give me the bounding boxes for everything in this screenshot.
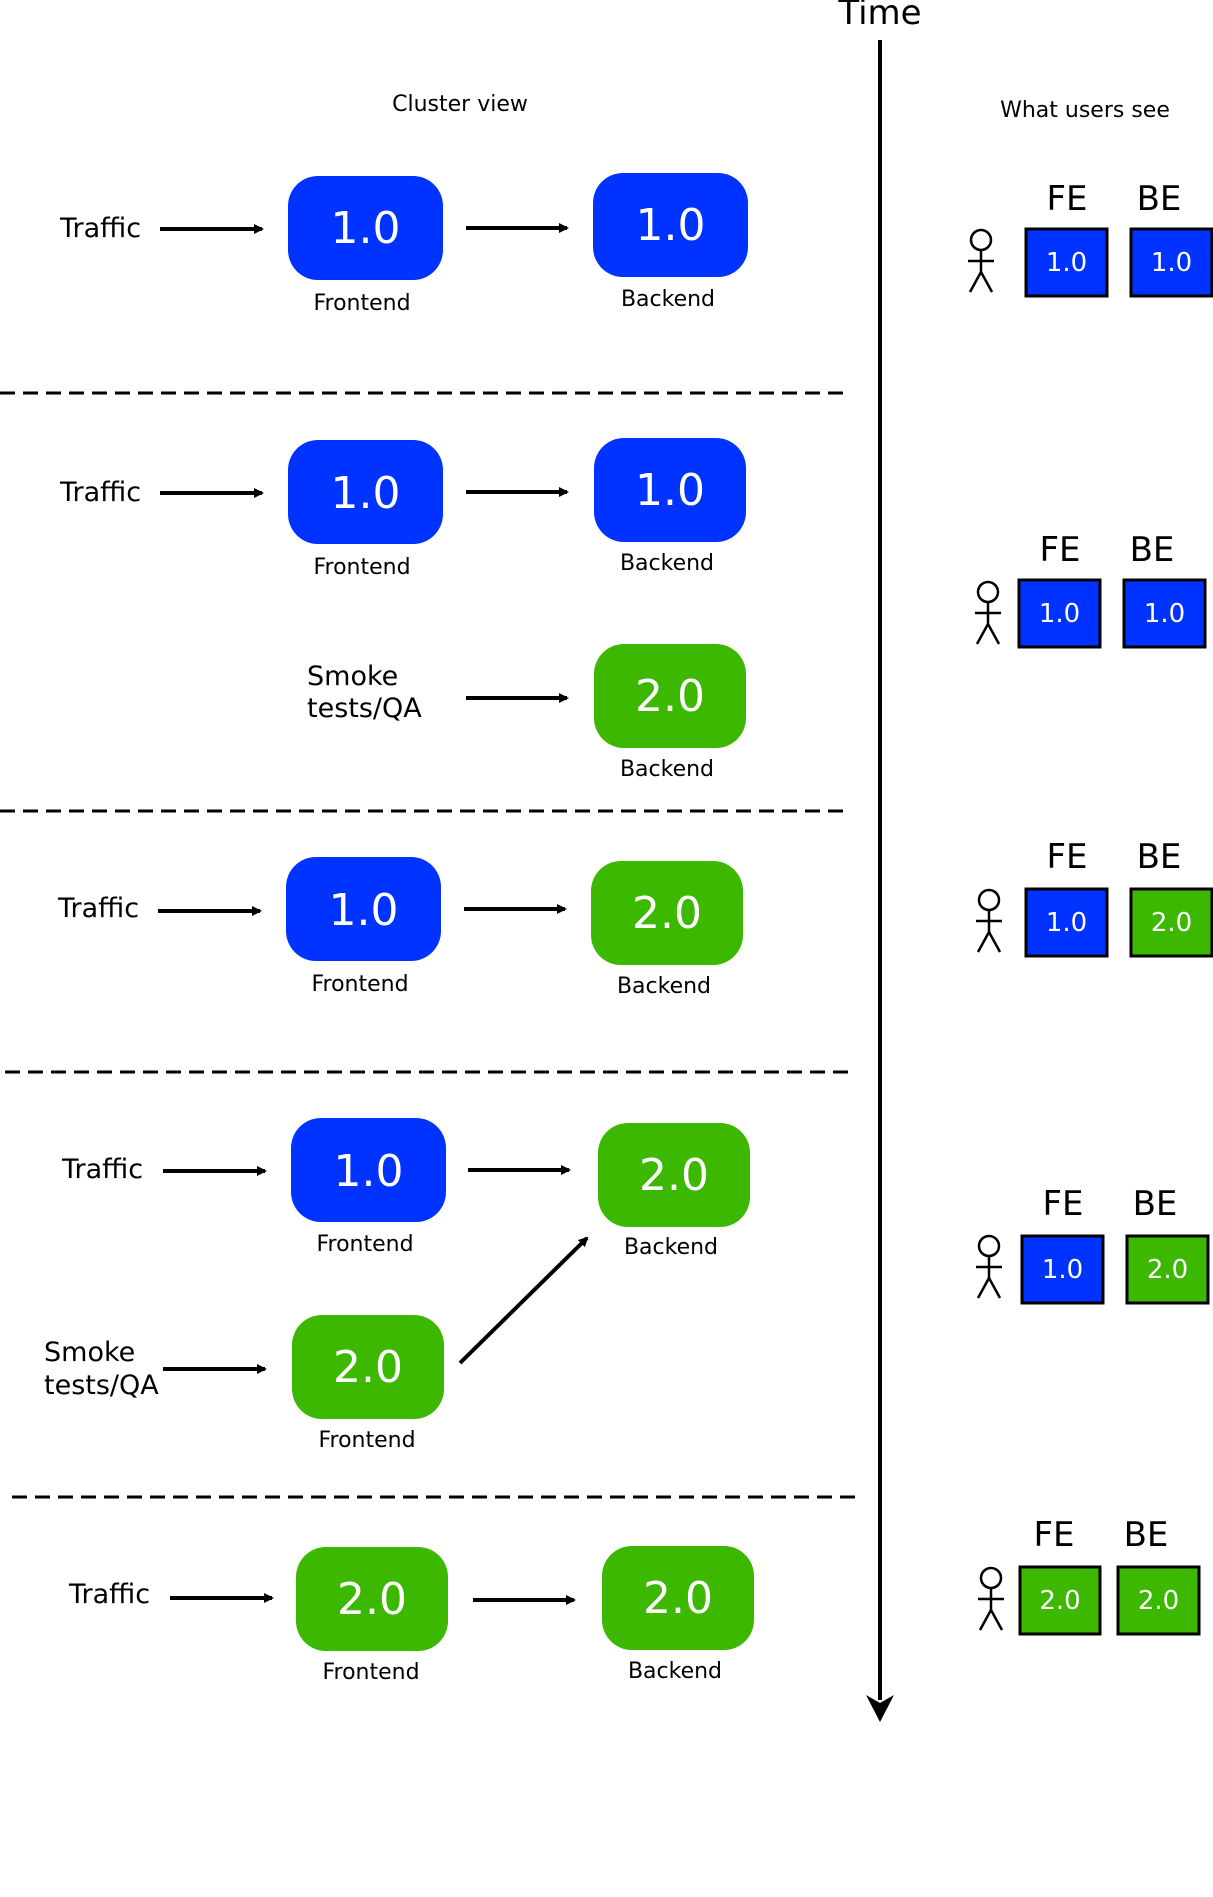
fe-header: FE	[1046, 179, 1087, 219]
be-box	[1116, 1565, 1201, 1636]
frontend-label: Frontend	[313, 291, 410, 316]
cluster-view-title: Cluster view	[392, 92, 528, 117]
source-label-line: tests/QA	[44, 1370, 159, 1401]
frontend-node	[292, 1315, 444, 1419]
backend-label: Backend	[624, 1235, 718, 1260]
frontend-label: Frontend	[322, 1660, 419, 1685]
fe-box	[1018, 1565, 1102, 1636]
person-icon	[975, 580, 1001, 645]
stage-5: Traffic 2.0 Frontend 2.0 Backend	[68, 1546, 754, 1685]
be-version: 1.0	[1144, 599, 1185, 629]
be-header: BE	[1137, 837, 1182, 877]
users-see-1: FE BE 1.0 1.0	[968, 179, 1213, 298]
fe-version: 1.0	[1042, 1255, 1083, 1285]
backend-node	[591, 861, 743, 965]
frontend-node	[291, 1118, 446, 1222]
person-icon	[976, 888, 1002, 953]
arrow-down-icon	[866, 1695, 894, 1722]
be-box	[1122, 578, 1207, 649]
backend-version: 2.0	[635, 671, 705, 722]
source-label: Traffic	[59, 477, 141, 508]
frontend-label: Frontend	[318, 1428, 415, 1453]
stage-3: Traffic 1.0 Frontend 2.0 Backend	[57, 857, 743, 999]
fe-box	[1024, 227, 1109, 298]
fe-header: FE	[1033, 1515, 1074, 1555]
frontend-node	[296, 1547, 448, 1651]
source-label: Traffic	[61, 1154, 143, 1185]
fe-version: 1.0	[1046, 908, 1087, 938]
backend-node	[594, 644, 746, 748]
frontend-label: Frontend	[311, 972, 408, 997]
source-label: Traffic	[68, 1579, 150, 1610]
person-icon	[978, 1566, 1004, 1631]
be-box	[1129, 887, 1213, 958]
backend-version: 2.0	[643, 1573, 713, 1624]
users-see-4: FE BE 1.0 2.0	[976, 1184, 1210, 1305]
fe-version: 2.0	[1039, 1586, 1080, 1616]
frontend-label: Frontend	[316, 1232, 413, 1257]
source-label: Traffic	[59, 213, 141, 244]
backend-label: Backend	[620, 551, 714, 576]
backend-version: 1.0	[636, 200, 706, 251]
users-view-title: What users see	[1000, 98, 1170, 123]
fe-header: FE	[1046, 837, 1087, 877]
fe-box	[1017, 578, 1102, 649]
fe-header: FE	[1042, 1184, 1083, 1224]
frontend-version: 1.0	[331, 203, 401, 254]
frontend-version: 1.0	[334, 1146, 404, 1197]
source-label-line: Smoke	[44, 1337, 135, 1368]
be-header: BE	[1137, 179, 1182, 219]
frontend-node	[288, 440, 443, 544]
frontend-node	[288, 176, 443, 280]
frontend-version: 2.0	[333, 1342, 403, 1393]
backend-node	[593, 173, 748, 277]
be-box	[1125, 1234, 1210, 1305]
person-icon	[968, 228, 994, 293]
backend-label: Backend	[621, 287, 715, 312]
users-see-2: FE BE 1.0 1.0	[975, 530, 1207, 649]
be-version: 2.0	[1138, 1586, 1179, 1616]
be-version: 2.0	[1147, 1255, 1188, 1285]
be-version: 2.0	[1151, 908, 1192, 938]
backend-label: Backend	[617, 974, 711, 999]
fe-box	[1020, 1234, 1105, 1305]
stage-1: Traffic 1.0 Frontend 1.0 Backend	[59, 173, 748, 316]
backend-version: 2.0	[639, 1150, 709, 1201]
source-label: Traffic	[57, 893, 139, 924]
be-version: 1.0	[1151, 248, 1192, 278]
fe-box	[1024, 887, 1109, 958]
backend-version: 2.0	[632, 888, 702, 939]
backend-label: Backend	[628, 1659, 722, 1684]
time-label: Time	[837, 0, 921, 33]
backend-node	[602, 1546, 754, 1650]
frontend-label: Frontend	[313, 555, 410, 580]
person-icon	[976, 1234, 1002, 1299]
users-see-5: FE BE 2.0 2.0	[978, 1515, 1201, 1636]
source-label-line: Smoke	[307, 661, 398, 692]
be-header: BE	[1133, 1184, 1178, 1224]
arrow-diagonal-icon	[458, 1236, 589, 1365]
be-box	[1129, 227, 1213, 298]
backend-node	[598, 1123, 750, 1227]
frontend-node	[286, 857, 441, 961]
backend-version: 1.0	[635, 465, 705, 516]
fe-header: FE	[1039, 530, 1080, 570]
fe-version: 1.0	[1039, 599, 1080, 629]
fe-version: 1.0	[1046, 248, 1087, 278]
frontend-version: 1.0	[329, 885, 399, 936]
be-header: BE	[1130, 530, 1175, 570]
backend-label: Backend	[620, 757, 714, 782]
frontend-version: 1.0	[331, 468, 401, 519]
be-header: BE	[1124, 1515, 1169, 1555]
source-label-line: tests/QA	[307, 693, 422, 724]
frontend-version: 2.0	[337, 1574, 407, 1625]
backend-node	[594, 438, 746, 542]
users-see-3: FE BE 1.0 2.0	[976, 837, 1213, 958]
